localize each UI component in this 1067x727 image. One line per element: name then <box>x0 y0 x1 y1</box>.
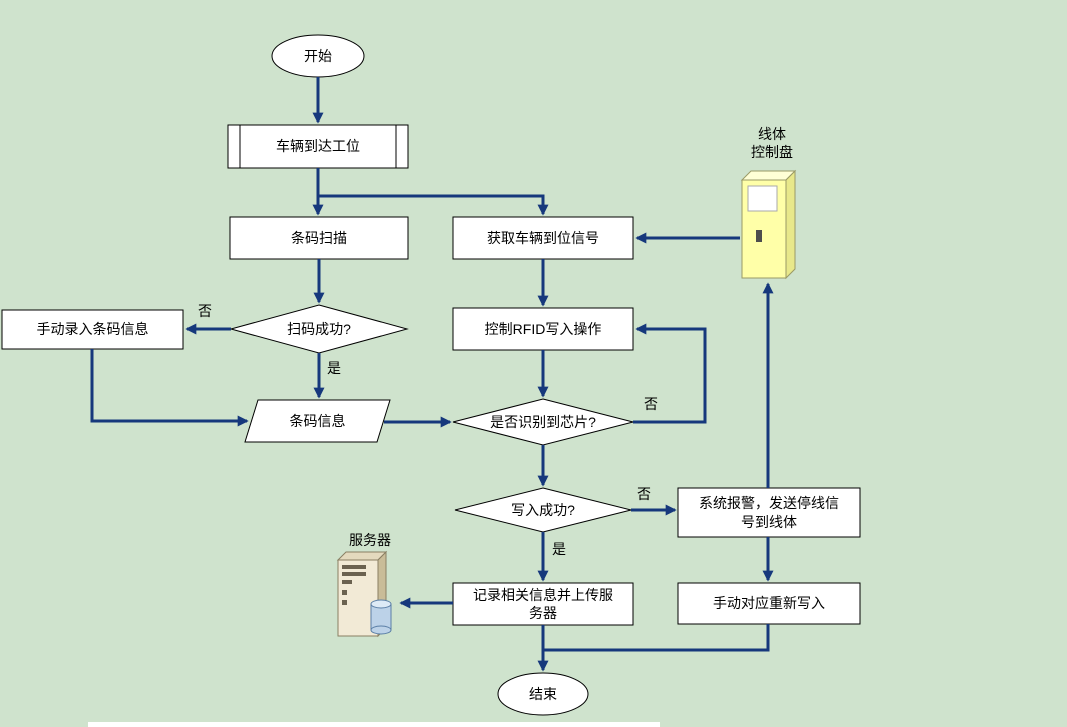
panel-icon-label-line2: 控制盘 <box>751 144 793 160</box>
panel-icon-label-line1: 线体 <box>758 125 786 142</box>
server-icon <box>336 550 392 638</box>
edge-label-write-no: 否 <box>637 486 651 502</box>
edge-label-chip-no: 否 <box>644 396 658 412</box>
line-control-panel-icon <box>740 169 797 280</box>
edge-manual-entry-barcode-info <box>90 349 249 427</box>
edge-label-write-yes: 是 <box>552 541 566 557</box>
node-rfid-write-shape <box>452 307 634 351</box>
node-scan-label: 条码扫描 <box>291 229 347 246</box>
node-manual-entry-shape <box>1 309 184 350</box>
node-get-signal-label: 获取车辆到位信号 <box>487 229 599 246</box>
bottom-strip <box>88 722 660 727</box>
node-scan-ok-label: 扫码成功? <box>287 320 351 337</box>
node-alarm-label: 系统报警，发送停线信号到线体 <box>699 495 839 530</box>
edge-arrive-get-signal <box>318 194 549 216</box>
node-chip-detect-label: 是否识别到芯片? <box>490 413 596 430</box>
node-barcode-info-label: 条码信息 <box>289 412 346 429</box>
server-icon-label: 服务器 <box>349 531 391 548</box>
node-end-shape <box>497 672 589 716</box>
node-manual-rewrite-shape <box>677 582 861 625</box>
node-arrive-label: 车辆到达工位 <box>276 138 360 155</box>
node-write-ok-label: 写入成功? <box>511 501 575 518</box>
node-manual-entry-label: 手动录入条码信息 <box>36 321 149 338</box>
edge-chip-detect-no-rfid-write <box>633 323 707 424</box>
node-barcode-info-shape <box>244 399 391 443</box>
node-rfid-write-label: 控制RFID写入操作 <box>484 320 602 337</box>
node-alarm-shape <box>677 487 861 538</box>
node-start-label: 开始 <box>304 47 332 64</box>
node-record-label: 记录相关信息并上传服务器 <box>473 586 613 621</box>
edge-label-scan-no: 否 <box>198 303 212 319</box>
node-manual-rewrite-label: 手动对应重新写入 <box>713 595 825 612</box>
node-get-signal-shape <box>452 216 634 260</box>
edge-label-scan-yes: 是 <box>327 360 341 376</box>
flow-connectors <box>90 77 774 672</box>
node-arrive-shape <box>227 124 409 169</box>
panel-icon-label: 线体 控制盘 <box>734 120 810 166</box>
node-end-label: 结束 <box>529 685 557 702</box>
edge-manual-rewrite-join-end <box>543 624 770 652</box>
